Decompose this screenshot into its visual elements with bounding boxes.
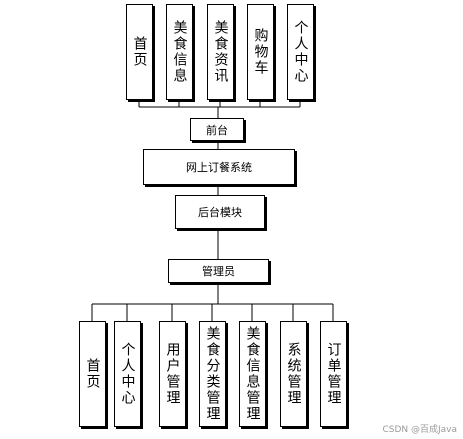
- module-box-food-news: 美食资讯: [207, 4, 234, 100]
- admin-box: 管理员: [168, 259, 269, 283]
- admin-module-system-management: 系统管理: [280, 321, 307, 427]
- module-label: 购物车: [252, 28, 269, 76]
- system-label: 网上订餐系统: [186, 161, 252, 174]
- module-box-home: 首页: [126, 4, 153, 100]
- frontend-label: 前台: [206, 123, 228, 137]
- module-label: 首页: [84, 358, 101, 390]
- admin-module-food-category-management: 美食分类管理: [199, 321, 226, 427]
- admin-module-home: 首页: [79, 321, 106, 427]
- module-box-cart: 购物车: [247, 4, 274, 100]
- admin-module-food-info-management: 美食信息管理: [239, 321, 266, 427]
- module-label: 美食资讯: [212, 20, 229, 84]
- admin-module-personal-center: 个人中心: [114, 321, 141, 427]
- module-label: 美食信息管理: [244, 326, 261, 422]
- system-box: 网上订餐系统: [143, 149, 295, 185]
- backend-box: 后台模块: [175, 195, 265, 229]
- module-label: 个人中心: [292, 20, 309, 84]
- module-label: 用户管理: [164, 342, 181, 406]
- module-label: 美食分类管理: [204, 326, 221, 422]
- admin-module-order-management: 订单管理: [320, 321, 347, 427]
- frontend-box: 前台: [190, 118, 244, 141]
- admin-module-user-management: 用户管理: [159, 321, 186, 427]
- backend-label: 后台模块: [198, 206, 242, 219]
- module-label: 首页: [131, 36, 148, 68]
- module-label: 美食信息: [171, 20, 188, 84]
- module-box-food-info: 美食信息: [166, 4, 193, 100]
- module-label: 个人中心: [119, 342, 136, 406]
- module-box-personal-center: 个人中心: [287, 4, 314, 100]
- watermark: CSDN @百成Java: [382, 425, 457, 435]
- admin-label: 管理员: [202, 265, 235, 278]
- module-label: 系统管理: [285, 342, 302, 406]
- module-label: 订单管理: [325, 342, 342, 406]
